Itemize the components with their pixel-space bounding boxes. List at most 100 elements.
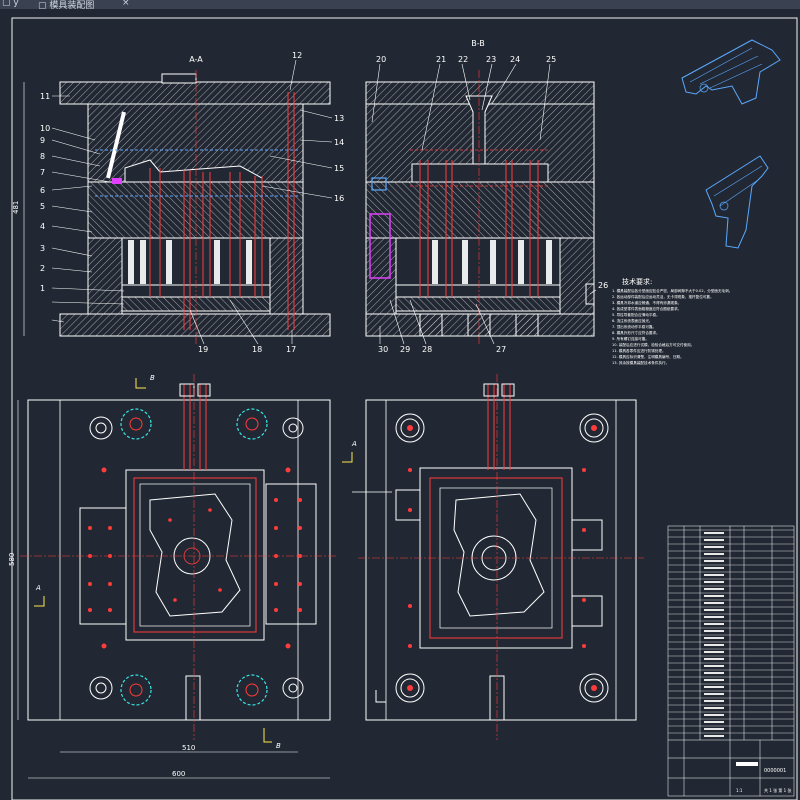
part-number-11: 11 bbox=[40, 92, 50, 101]
document-tab-bar: ▢ y ▢ 模具装配图 × bbox=[0, 0, 800, 11]
part-number-16: 16 bbox=[334, 194, 344, 203]
dim-height: 481 bbox=[12, 201, 20, 214]
dim-outer-width: 600 bbox=[172, 770, 185, 778]
part-number-20: 20 bbox=[376, 55, 386, 64]
tech-line-12: 12. 模具应标识清楚，注明模具编号、日期。 bbox=[612, 354, 684, 359]
parts-list-entry bbox=[704, 546, 724, 548]
part-number-21: 21 bbox=[436, 55, 446, 64]
section-a-a-view: A-A bbox=[12, 51, 344, 354]
parts-list-entry bbox=[704, 616, 724, 618]
parts-list-rows bbox=[668, 529, 794, 737]
scale-label: 1:1 bbox=[736, 788, 743, 793]
parts-list-entry bbox=[704, 658, 724, 660]
part-number-1: 1 bbox=[40, 284, 45, 293]
parts-list-entry bbox=[704, 595, 724, 597]
part-number-27: 27 bbox=[496, 345, 506, 354]
parts-list-entry bbox=[704, 623, 724, 625]
part-number-17: 17 bbox=[286, 345, 296, 354]
part-number-25: 25 bbox=[546, 55, 556, 64]
parts-list-entry bbox=[704, 567, 724, 569]
part-number-30: 30 bbox=[378, 345, 388, 354]
part-number-4: 4 bbox=[40, 222, 45, 231]
part-number-22: 22 bbox=[458, 55, 468, 64]
tech-line-10: 10. 装配后应进行试模，检验合格后方可交付使用。 bbox=[612, 342, 694, 347]
parts-list-entry bbox=[704, 588, 724, 590]
part-number-15: 15 bbox=[334, 164, 344, 173]
part-number-13: 13 bbox=[334, 114, 344, 123]
tech-line-3: 3. 模具冷却水道应畅通，不得有渗漏现象。 bbox=[612, 300, 681, 305]
section-b-b-view: B-B bbox=[365, 39, 608, 354]
tab-previous[interactable]: ▢ y bbox=[2, 0, 19, 8]
close-tab-icon[interactable]: × bbox=[122, 0, 130, 8]
technical-requirements: 技术要求: 1. 模具装配后各分型面应贴合严密，局部间隙不大于0.02，分型面无… bbox=[612, 277, 732, 365]
section-marker-b-bottom: B bbox=[276, 742, 281, 750]
parts-list-entry bbox=[704, 728, 724, 730]
parts-list-entry bbox=[704, 651, 724, 653]
parts-list-table bbox=[667, 525, 795, 797]
part-number-5: 5 bbox=[40, 202, 45, 211]
section-a-a-label: A-A bbox=[189, 55, 203, 64]
section-marker-b-top: B bbox=[150, 374, 155, 382]
parts-list-entry bbox=[704, 700, 724, 702]
part-number-14: 14 bbox=[334, 138, 344, 147]
parts-list-entry bbox=[704, 672, 724, 674]
plan-view-moving-half: B B A A 510 600 580 bbox=[8, 374, 357, 779]
parts-list-entry bbox=[704, 609, 724, 611]
tech-line-9: 9. 所有螺钉连接可靠。 bbox=[612, 336, 649, 341]
section-b-b-label: B-B bbox=[471, 39, 485, 48]
dim-inner-width: 510 bbox=[182, 744, 195, 752]
drawing-number: 0000001 bbox=[764, 768, 786, 774]
parts-list-entry bbox=[704, 532, 724, 534]
part-number-26: 26 bbox=[598, 281, 608, 290]
plan-view-fixed-half bbox=[352, 374, 644, 740]
part-number-9: 9 bbox=[40, 136, 45, 145]
section-marker-a-left: A bbox=[35, 584, 41, 592]
part-number-29: 29 bbox=[400, 345, 410, 354]
tech-line-6: 6. 浇注系统表面应抛光。 bbox=[612, 318, 653, 323]
part-number-18: 18 bbox=[252, 345, 262, 354]
part-number-7: 7 bbox=[40, 168, 45, 177]
tech-line-7: 7. 顶出系统动作平稳可靠。 bbox=[612, 324, 656, 329]
parts-list-entry bbox=[704, 539, 724, 541]
part-number-3: 3 bbox=[40, 244, 45, 253]
parts-list-entry bbox=[704, 602, 724, 604]
tech-line-11: 11. 模具各零件应进行防锈处理。 bbox=[612, 348, 666, 353]
pistol-iso-view-top bbox=[681, 39, 781, 105]
parts-list-entry bbox=[704, 679, 724, 681]
pistol-iso-view-bottom bbox=[705, 155, 769, 249]
parts-list-entry bbox=[704, 735, 724, 737]
tech-line-2: 2. 各运动部件装配后应运动灵活，无卡滞现象，推杆复位可靠。 bbox=[612, 294, 714, 299]
parts-list-entry bbox=[704, 665, 724, 667]
parts-list-entry bbox=[704, 686, 724, 688]
part-number-8: 8 bbox=[40, 152, 45, 161]
part-number-28: 28 bbox=[422, 345, 432, 354]
part-number-10: 10 bbox=[40, 124, 50, 133]
parts-list-entry bbox=[704, 581, 724, 583]
parts-list-entry bbox=[704, 553, 724, 555]
dim-plan-height: 580 bbox=[8, 553, 16, 566]
drawing-frame bbox=[11, 17, 798, 800]
parts-list-entry bbox=[704, 693, 724, 695]
tech-line-4: 4. 各成型零件表面粗糙度应符合图纸要求。 bbox=[612, 306, 681, 311]
part-number-19: 19 bbox=[198, 345, 208, 354]
parts-list-entry bbox=[704, 630, 724, 632]
tech-requirements-title: 技术要求: bbox=[622, 277, 652, 286]
section-marker-a-right: A bbox=[351, 440, 357, 448]
parts-list-entry bbox=[704, 707, 724, 709]
parts-list-entry bbox=[704, 574, 724, 576]
tech-line-1: 1. 模具装配后各分型面应贴合严密，局部间隙不大于0.02，分型面无毛刺。 bbox=[612, 288, 732, 293]
part-number-2: 2 bbox=[40, 264, 45, 273]
part-number-12: 12 bbox=[292, 51, 302, 60]
part-number-23: 23 bbox=[486, 55, 496, 64]
tech-line-13: 13. 其余按模具装配技术条件执行。 bbox=[612, 360, 669, 365]
tech-line-5: 5. 导柱导套配合应滑动平稳。 bbox=[612, 312, 660, 317]
product-3d-views bbox=[681, 39, 781, 249]
parts-list-entry bbox=[704, 644, 724, 646]
parts-list-entry bbox=[704, 560, 724, 562]
parts-list-entry bbox=[704, 637, 724, 639]
parts-list-entry bbox=[704, 721, 724, 723]
tab-assembly-drawing[interactable]: ▢ 模具装配图 bbox=[38, 1, 95, 11]
part-number-6: 6 bbox=[40, 186, 45, 195]
